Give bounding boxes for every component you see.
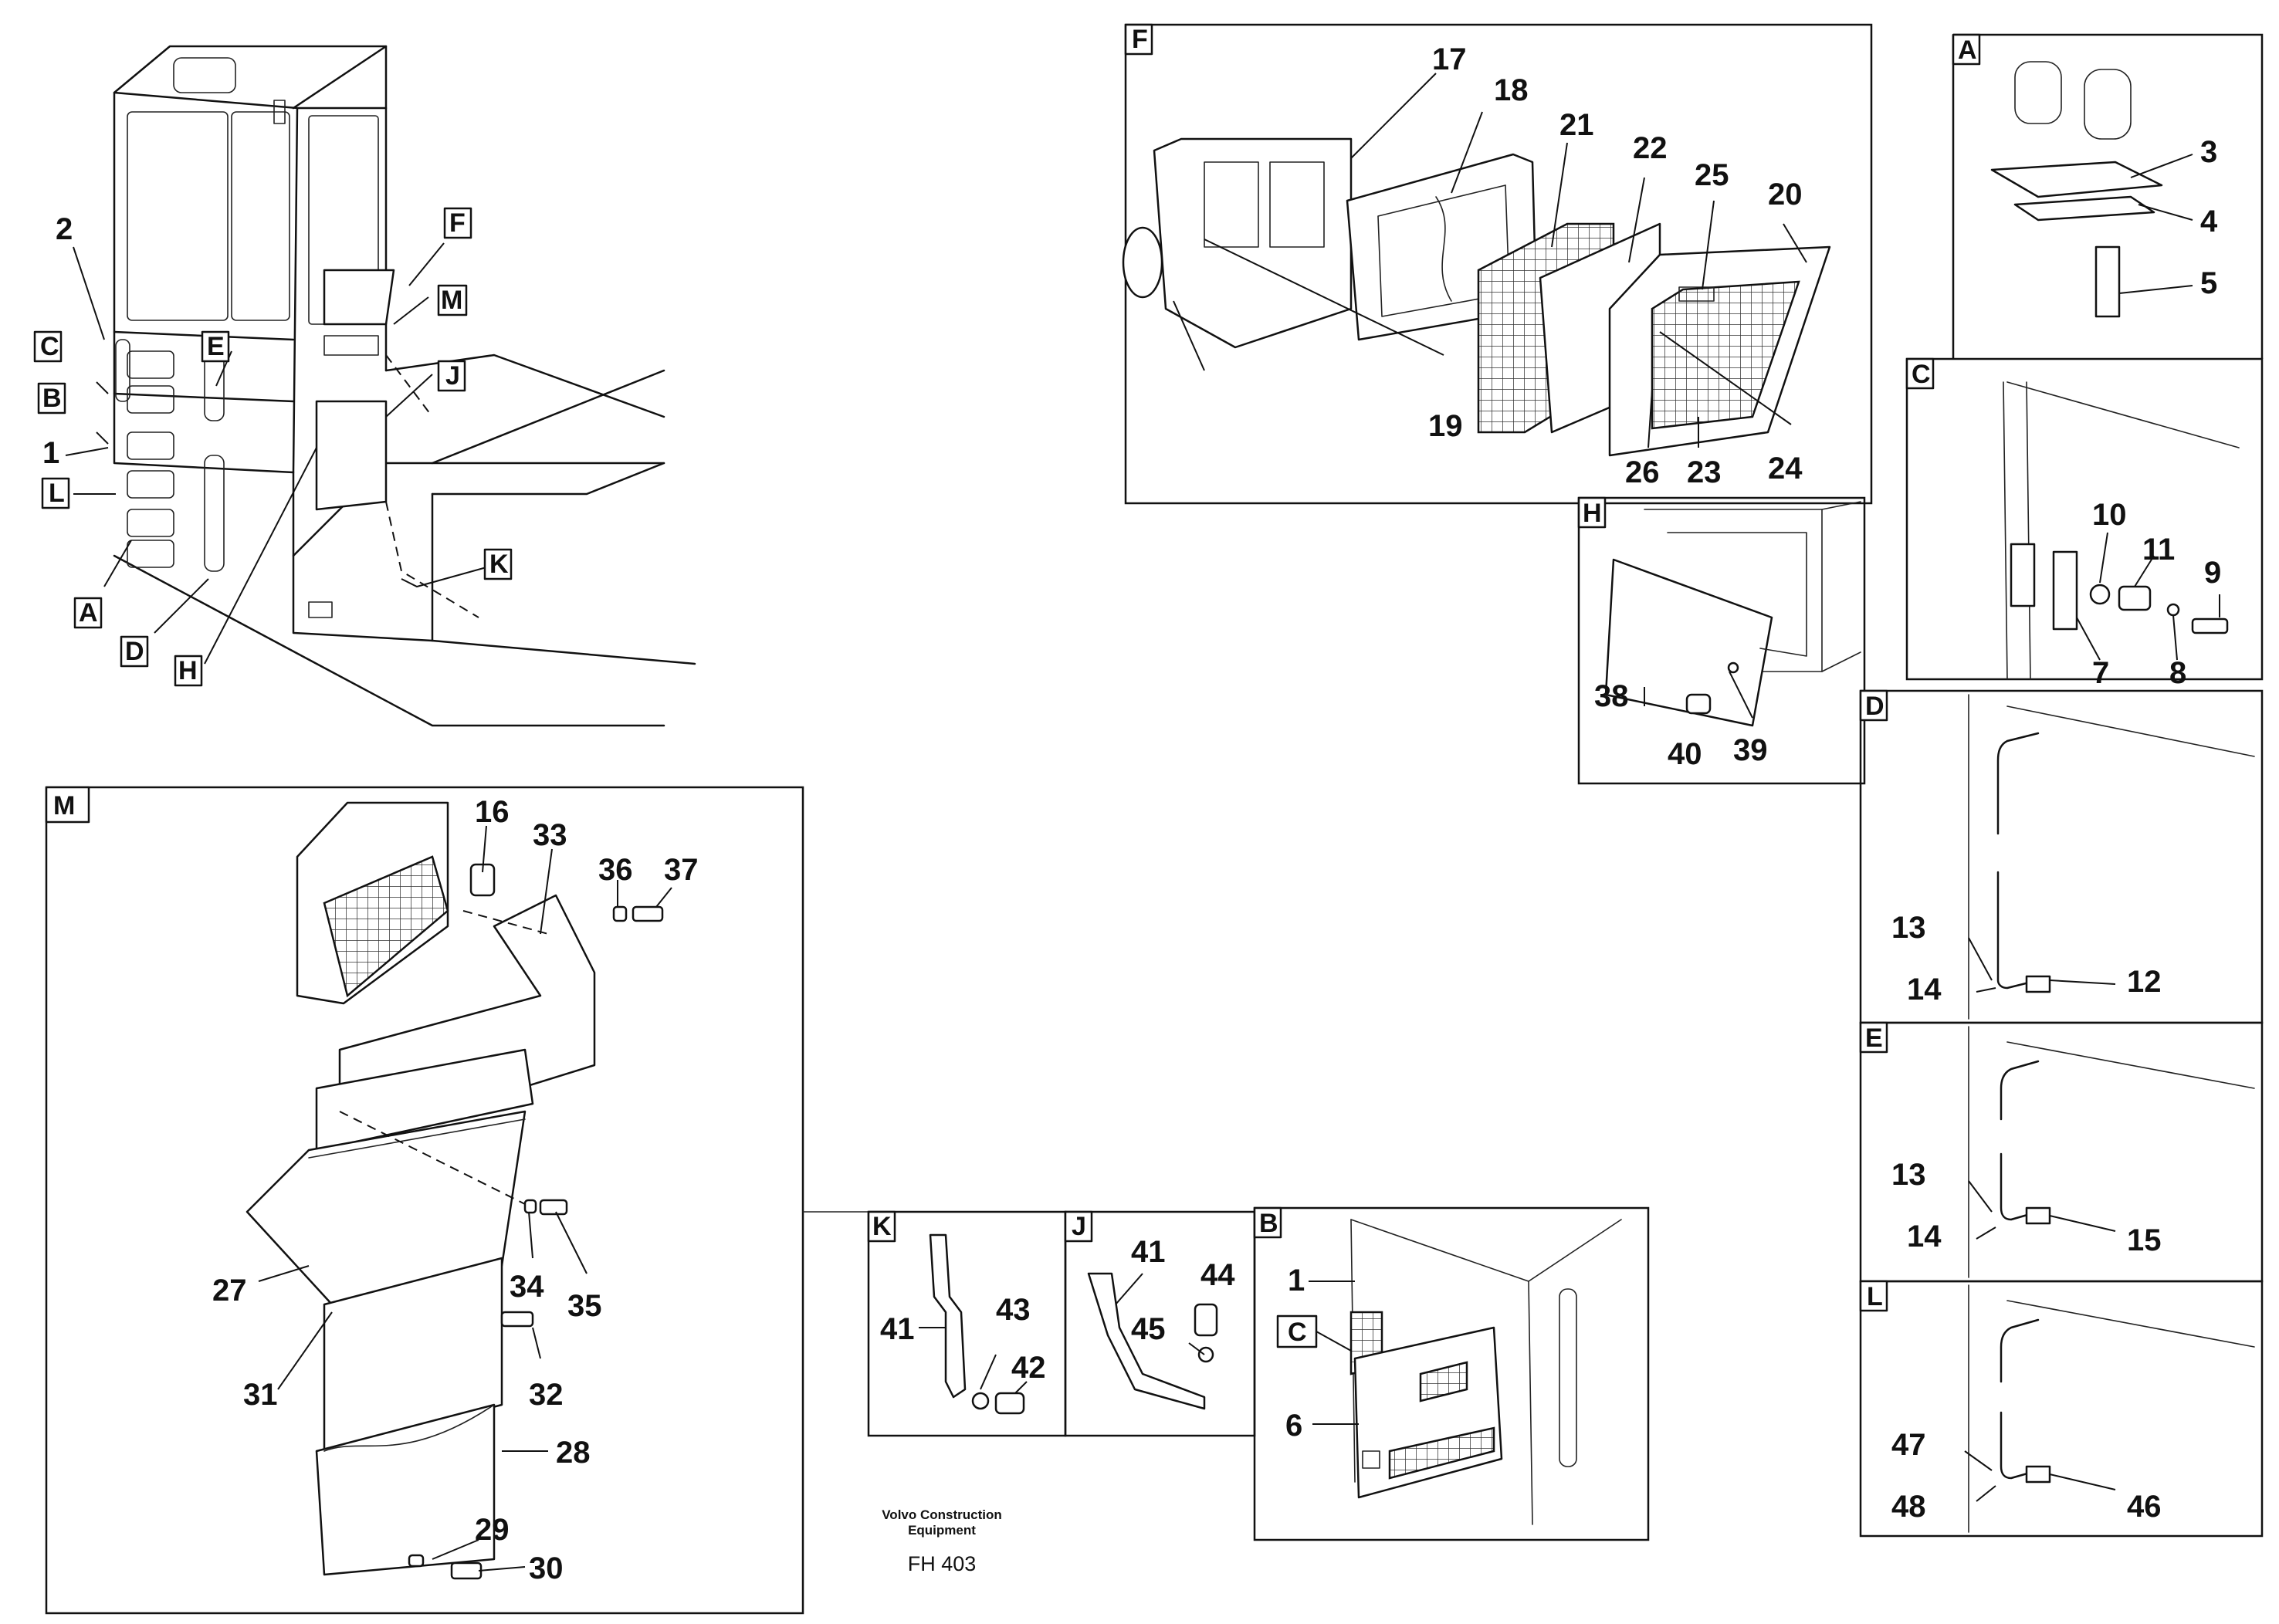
panel-j: J 41 44 45 — [1064, 1210, 1256, 1437]
part-41: 41 — [880, 1312, 915, 1346]
part-7: 7 — [2092, 656, 2109, 690]
part-26: 26 — [1625, 455, 1660, 489]
panel-h-letter: H — [1583, 499, 1602, 528]
part-42: 42 — [1011, 1351, 1046, 1385]
callout-k: K — [489, 550, 509, 579]
callout-m: M — [441, 286, 462, 315]
panel-l: L 47 48 46 — [1859, 1280, 2264, 1538]
panel-c: C 10 11 9 7 8 — [1905, 357, 2264, 690]
part-36: 36 — [598, 853, 633, 887]
overview-callouts: C B L A D H E F M J K 2 1 — [33, 207, 513, 687]
part-4: 4 — [2200, 205, 2218, 239]
panel-f: F 17 18 21 22 25 20 19 — [1122, 23, 1873, 505]
panel-a-letter: A — [1958, 36, 1977, 65]
panel-d: D 13 14 12 — [1859, 689, 2264, 1024]
callout-d: D — [125, 637, 144, 666]
panel-a: A 3 4 5 — [1952, 33, 2264, 359]
overview-part-2: 2 — [56, 212, 73, 246]
part-1: 1 — [1288, 1264, 1305, 1298]
part-31: 31 — [243, 1378, 278, 1412]
part-3: 3 — [2200, 135, 2217, 169]
panel-k-letter: K — [872, 1212, 892, 1241]
part-13: 13 — [1891, 911, 1926, 945]
part-17: 17 — [1432, 42, 1467, 76]
part-33: 33 — [533, 818, 567, 852]
panel-h: H 38 40 39 — [1577, 496, 1866, 785]
part-24: 24 — [1768, 452, 1803, 486]
callout-l: L — [49, 479, 65, 508]
part-8: 8 — [2169, 656, 2186, 690]
part-14b: 14 — [1907, 1220, 1942, 1254]
part-16: 16 — [475, 795, 510, 829]
callout-a: A — [79, 598, 98, 628]
part-39: 39 — [1733, 733, 1768, 767]
panel-k: K 41 43 42 — [867, 1210, 1067, 1437]
panel-e: E 13 14 15 — [1859, 1021, 2264, 1283]
part-37: 37 — [664, 853, 699, 887]
part-43: 43 — [996, 1293, 1031, 1327]
panel-b-letter: B — [1259, 1209, 1278, 1238]
part-38: 38 — [1594, 679, 1629, 713]
part-11: 11 — [2142, 533, 2175, 567]
cab-overview — [113, 45, 696, 727]
part-22: 22 — [1633, 131, 1668, 165]
callout-b: B — [42, 384, 62, 413]
part-5: 5 — [2200, 266, 2217, 300]
panel-f-letter: F — [1132, 25, 1148, 54]
drawing-code: FH 403 — [908, 1552, 977, 1575]
overview-leaders — [65, 242, 487, 665]
panel-d-letter: D — [1865, 692, 1884, 721]
panel-m: M — [45, 786, 869, 1615]
part-12: 12 — [2127, 965, 2162, 999]
part-32: 32 — [529, 1378, 564, 1412]
part-44: 44 — [1200, 1258, 1235, 1292]
panel-b: B C 1 6 — [1253, 1206, 1650, 1541]
part-27: 27 — [212, 1274, 247, 1308]
callout-j: J — [445, 361, 460, 391]
part-15: 15 — [2127, 1223, 2162, 1257]
part-34: 34 — [510, 1270, 544, 1304]
part-13b: 13 — [1891, 1158, 1926, 1192]
company-line-1: Volvo Construction — [882, 1507, 1002, 1522]
panel-c-letter: C — [1912, 360, 1931, 389]
part-28: 28 — [556, 1436, 591, 1470]
callout-c: C — [40, 332, 59, 361]
part-40: 40 — [1668, 737, 1702, 771]
part-10: 10 — [2092, 498, 2127, 532]
panel-j-letter: J — [1072, 1212, 1086, 1241]
part-23: 23 — [1687, 455, 1722, 489]
part-20: 20 — [1768, 178, 1803, 211]
part-45: 45 — [1131, 1312, 1166, 1346]
part-29: 29 — [475, 1513, 510, 1547]
part-41b: 41 — [1131, 1235, 1166, 1269]
part-9: 9 — [2204, 556, 2221, 590]
callout-f: F — [449, 208, 466, 238]
part-6: 6 — [1285, 1409, 1302, 1443]
part-25: 25 — [1695, 158, 1729, 192]
part-14: 14 — [1907, 973, 1942, 1007]
part-21: 21 — [1559, 108, 1594, 142]
part-30: 30 — [529, 1551, 564, 1585]
part-35: 35 — [567, 1289, 602, 1323]
part-48: 48 — [1891, 1490, 1926, 1524]
part-47: 47 — [1891, 1428, 1926, 1462]
panel-b-inset-c: C — [1288, 1318, 1307, 1347]
footer: Volvo Construction Equipment FH 403 — [882, 1507, 1002, 1575]
part-19: 19 — [1428, 409, 1463, 443]
overview-part-1: 1 — [42, 436, 59, 470]
part-46: 46 — [2127, 1490, 2162, 1524]
callout-h: H — [178, 656, 198, 685]
panel-e-letter: E — [1865, 1023, 1883, 1053]
part-18: 18 — [1494, 73, 1529, 107]
panel-l-letter: L — [1867, 1282, 1883, 1311]
panel-m-letter: M — [53, 791, 75, 820]
callout-e: E — [207, 332, 225, 361]
company-line-2: Equipment — [908, 1523, 976, 1538]
